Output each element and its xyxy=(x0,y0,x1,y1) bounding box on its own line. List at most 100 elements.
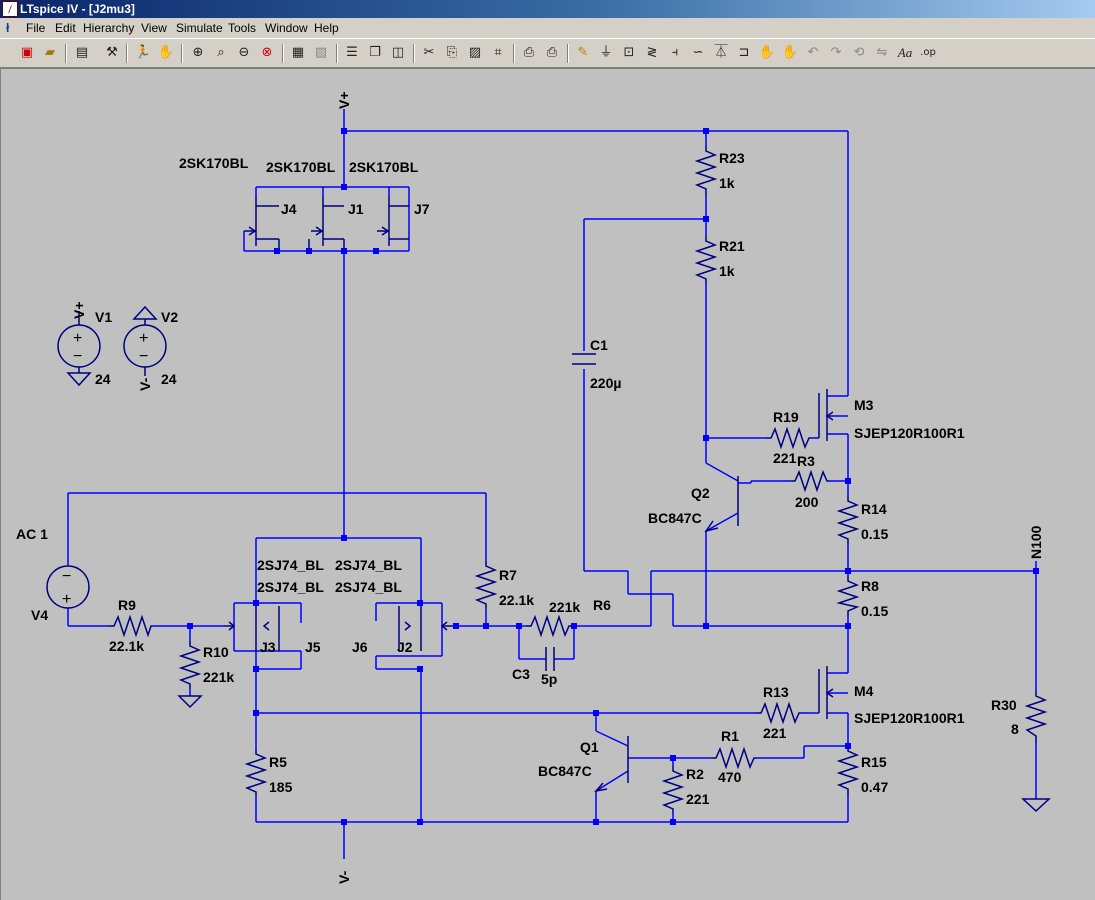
menu-tools[interactable]: Tools xyxy=(228,21,257,35)
label-2SK170BL-c: 2SK170BL xyxy=(349,159,419,175)
mdi-child-icon[interactable]: ł xyxy=(6,21,10,35)
toolbar-separator xyxy=(413,44,415,63)
redo-icon[interactable]: ↷ xyxy=(830,45,842,60)
menu-edit[interactable]: Edit xyxy=(55,21,76,35)
label-R14: R14 xyxy=(861,501,887,517)
label-R30: R30 xyxy=(991,697,1017,713)
svg-text:+: + xyxy=(62,591,71,608)
inductor-icon[interactable]: ∽ xyxy=(692,45,704,60)
label-R6-value: 221k xyxy=(549,599,580,615)
label-R5-value: 185 xyxy=(269,779,293,795)
label-net-icon[interactable]: ⊡ xyxy=(623,45,635,60)
label-R7-value: 22.1k xyxy=(499,592,534,608)
capacitor-icon[interactable]: ⫞ xyxy=(671,45,679,60)
ground-icon[interactable]: ⏚ xyxy=(599,45,613,60)
resistor-R21 xyxy=(694,236,718,284)
menu-simulate[interactable]: Simulate xyxy=(176,21,223,35)
draw-wire-icon[interactable]: ✎ xyxy=(577,45,589,60)
svg-text:+: + xyxy=(73,330,82,347)
label-2SJ74-c: 2SJ74_BL xyxy=(257,579,324,595)
autorange-icon[interactable]: ▦ xyxy=(291,45,305,60)
label-R13: R13 xyxy=(763,684,789,700)
net-labels[interactable]: V+ V- V+ V- N100 xyxy=(71,91,1044,884)
halt-icon[interactable]: ✋ xyxy=(157,45,175,60)
zoom-out-icon[interactable]: ⊖ xyxy=(238,45,250,60)
label-V2-value: 24 xyxy=(161,371,177,387)
resistor-R3 xyxy=(791,469,829,493)
resistor-icon[interactable]: ≷ xyxy=(646,45,658,60)
grid-icon[interactable]: ▧ xyxy=(314,45,328,60)
svg-text:−: − xyxy=(139,348,148,365)
label-C1: C1 xyxy=(590,337,608,353)
label-J7: J7 xyxy=(414,201,430,217)
menu-file[interactable]: File xyxy=(26,21,46,35)
menu-window[interactable]: Window xyxy=(265,21,308,35)
drag-icon[interactable]: ✋ xyxy=(781,45,799,60)
label-C1-value: 220µ xyxy=(590,375,621,391)
menu-help[interactable]: Help xyxy=(314,21,339,35)
svg-text:−: − xyxy=(62,568,71,585)
spice-directive-icon[interactable]: .op xyxy=(920,47,936,58)
find-icon[interactable]: ⌗ xyxy=(494,45,502,60)
zoom-in-icon[interactable]: ⊕ xyxy=(192,45,204,60)
label-R19: R19 xyxy=(773,409,799,425)
voltage-source-V4 xyxy=(46,565,90,609)
schematic-canvas[interactable]: + − + − − + V+ V- V+ V- N100 xyxy=(0,68,1095,900)
paste-icon[interactable]: ▨ xyxy=(468,45,482,60)
resistor-R7 xyxy=(474,561,498,609)
label-R30-value: 8 xyxy=(1011,721,1019,737)
svg-text:−: − xyxy=(73,348,82,365)
zoom-cancel-icon[interactable]: ⊗ xyxy=(261,45,273,60)
label-M4: M4 xyxy=(854,683,874,699)
label-R9-value: 22.1k xyxy=(109,638,144,654)
label-R2-value: 221 xyxy=(686,791,710,807)
label-R15: R15 xyxy=(861,754,887,770)
move-icon[interactable]: ✋ xyxy=(758,45,776,60)
menu-hierarchy[interactable]: Hierarchy xyxy=(83,21,135,35)
control-panel-icon[interactable]: ⚒ xyxy=(106,45,118,60)
zoom-area-icon[interactable]: ⌕ xyxy=(217,45,225,60)
toolbar-separator xyxy=(65,44,67,63)
label-J5: J5 xyxy=(305,639,321,655)
cascade-icon[interactable]: ❐ xyxy=(369,45,381,60)
ltspice-icon[interactable]: / xyxy=(2,1,18,17)
label-R14-value: 0.15 xyxy=(861,526,888,542)
save-icon[interactable]: ▤ xyxy=(75,45,89,60)
ground-icon xyxy=(66,372,92,387)
toolbar-separator xyxy=(513,44,515,63)
component-icon[interactable]: ⊐ xyxy=(738,45,750,60)
window-title: LTspice IV - [J2mu3] xyxy=(20,2,135,16)
diode-icon[interactable]: ⏄ xyxy=(714,45,728,60)
open-icon[interactable]: ▰ xyxy=(45,45,55,60)
bjt-Q2-emitter-arrow xyxy=(704,520,719,533)
print-setup-icon[interactable]: ⎙ xyxy=(523,45,535,60)
rotate-icon[interactable]: ⟲ xyxy=(853,45,865,60)
wires[interactable] xyxy=(67,109,1037,859)
copy-icon[interactable]: ⎘ xyxy=(446,45,458,60)
label-R13-value: 221 xyxy=(763,725,787,741)
label-R5: R5 xyxy=(269,754,287,770)
label-R1: R1 xyxy=(721,728,739,744)
mosfet-M4-arrow xyxy=(825,688,834,698)
component-symbols[interactable]: + − + − − + xyxy=(46,146,1051,813)
supply-flag-icon xyxy=(132,305,158,320)
label-J4: J4 xyxy=(281,201,297,217)
run-icon[interactable]: 🏃 xyxy=(134,45,152,60)
new-schematic-icon[interactable]: ▣ xyxy=(20,45,34,60)
print-icon[interactable]: ⎙ xyxy=(546,45,558,60)
label-R9: R9 xyxy=(118,597,136,613)
label-Q2: Q2 xyxy=(691,485,710,501)
label-R3-value: 200 xyxy=(795,494,819,510)
cut-icon[interactable]: ✂ xyxy=(423,45,435,60)
undo-icon[interactable]: ↶ xyxy=(807,45,819,60)
menu-view[interactable]: View xyxy=(141,21,167,35)
text-icon[interactable]: Aa xyxy=(897,45,913,60)
label-R23-value: 1k xyxy=(719,175,735,191)
label-2SK170BL-b: 2SK170BL xyxy=(266,159,336,175)
tile-vertical-icon[interactable]: ◫ xyxy=(391,45,405,60)
net-label-vplus: V+ xyxy=(336,91,352,109)
label-V4: V4 xyxy=(31,607,48,623)
label-V2: V2 xyxy=(161,309,178,325)
tile-horizontal-icon[interactable]: ☰ xyxy=(346,45,358,60)
mirror-icon[interactable]: ⇋ xyxy=(876,45,888,60)
